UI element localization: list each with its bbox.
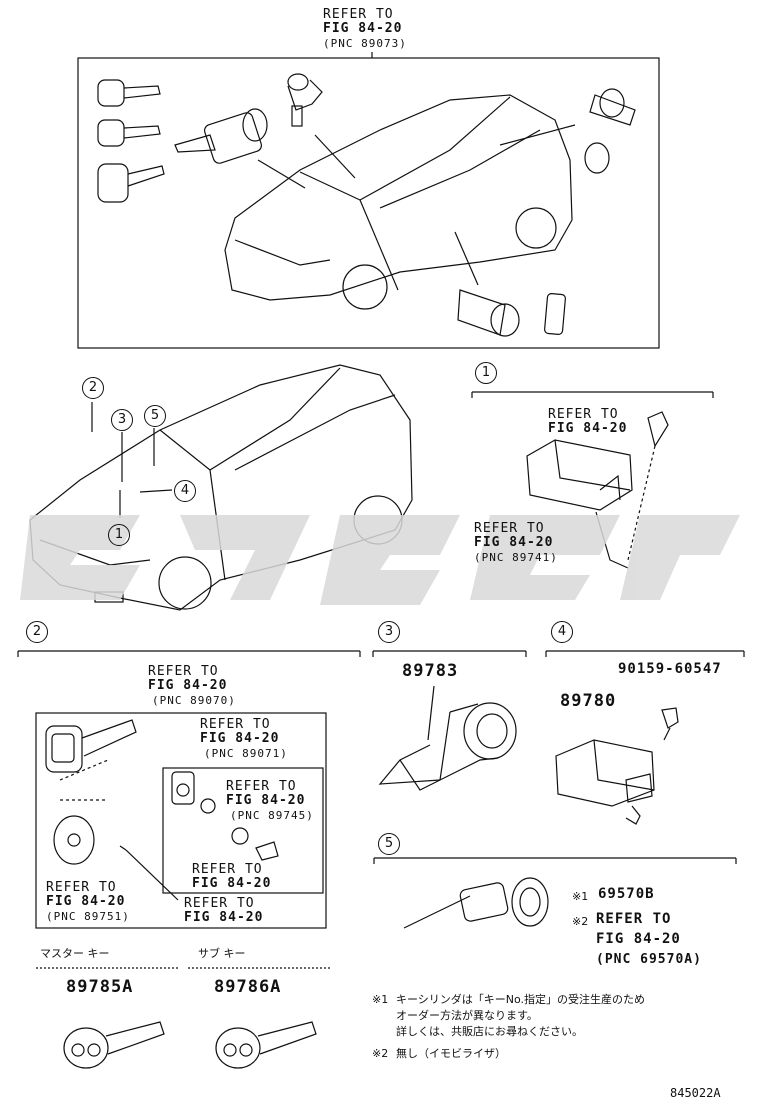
s4-bolt-number: 90159-60547 xyxy=(618,661,722,677)
s4-part-number: 89780 xyxy=(560,691,617,711)
s2-refer-chip: REFER TO xyxy=(226,779,297,794)
note2-mark: ※2 xyxy=(372,1047,389,1060)
sub-key-part: 89786A xyxy=(214,977,282,997)
s2-refer-screw: REFER TO xyxy=(184,896,255,911)
s2-pnc-left: (PNC 89751) xyxy=(46,910,130,923)
master-key-illustration xyxy=(63,1021,165,1069)
s2-fig-chip: FIG 84-20 xyxy=(226,793,306,808)
key-case-illustration xyxy=(171,771,279,861)
s5-fig: FIG 84-20 xyxy=(596,931,681,947)
key-group-frame xyxy=(35,712,327,929)
s2-pnc-inner: (PNC 89071) xyxy=(204,747,288,760)
diagram-code: 845022A xyxy=(670,1086,721,1100)
key-illustration-section2 xyxy=(45,719,179,901)
callout-arrow xyxy=(314,134,356,179)
ignition-cylinder-illustration xyxy=(174,108,268,164)
rear-cylinder-illustration xyxy=(457,289,566,337)
top-illustration-frame xyxy=(77,57,660,349)
master-key-label: マスター キー xyxy=(40,947,110,960)
top-refer: REFER TO xyxy=(323,7,394,22)
callout-3: 3 xyxy=(111,409,133,431)
note1-line3: 詳しくは、共販店にお尋ねください。 xyxy=(396,1025,583,1038)
callout-2: 2 xyxy=(82,377,104,399)
s2-refer-case: REFER TO xyxy=(192,862,263,877)
note2-line1: 無し（イモビライザ） xyxy=(396,1047,506,1060)
door-lock-illustration xyxy=(287,73,323,127)
top-pnc: (PNC 89073) xyxy=(323,37,407,50)
s1-fig-a: FIG 84-20 xyxy=(548,421,628,436)
callout-arrow xyxy=(257,159,306,189)
section2-number: 2 xyxy=(26,621,48,643)
sub-key-label: サブ キー xyxy=(198,947,246,960)
key-icon-top-1 xyxy=(97,79,161,107)
callout-1: 1 xyxy=(108,524,130,546)
note1-line1: キーシリンダは「キーNo.指定」の受注生産のため xyxy=(396,993,646,1006)
note1-line2: オーダー方法が異なります。 xyxy=(396,1009,538,1022)
s2-fig-case: FIG 84-20 xyxy=(192,876,272,891)
key-cylinder-illustration xyxy=(403,877,549,929)
s1-fig-b: FIG 84-20 xyxy=(474,535,554,550)
callout-arrow xyxy=(454,231,479,286)
transponder-ecu-illustration xyxy=(555,707,679,825)
s2-refer-top: REFER TO xyxy=(148,664,219,679)
callout-arrow xyxy=(499,124,576,146)
s5-refer: REFER TO xyxy=(596,911,672,927)
callout-4: 4 xyxy=(174,480,196,502)
s2-pnc-chip: (PNC 89745) xyxy=(230,809,314,822)
s1-refer-b: REFER TO xyxy=(474,521,545,536)
s5-part-number: 69570B xyxy=(598,886,655,902)
door-cylinder-illustration xyxy=(584,88,636,174)
s2-fig-inner: FIG 84-20 xyxy=(200,731,280,746)
immobilizer-ecu-illustration xyxy=(526,411,669,569)
s1-refer-a: REFER TO xyxy=(548,407,619,422)
master-key-part: 89785A xyxy=(66,977,134,997)
s5-mark1: ※1 xyxy=(572,890,589,903)
s2-refer-left: REFER TO xyxy=(46,880,117,895)
s3-part-number: 89783 xyxy=(402,661,459,681)
car-illustration-top xyxy=(224,94,573,310)
key-icon-top-2 xyxy=(97,119,161,147)
s2-fig-screw: FIG 84-20 xyxy=(184,910,264,925)
s2-refer-inner: REFER TO xyxy=(200,717,271,732)
note1-mark: ※1 xyxy=(372,993,389,1006)
key-inner-frame xyxy=(162,767,324,894)
key-icon-top-3 xyxy=(97,163,165,203)
top-fig: FIG 84-20 xyxy=(323,21,403,36)
section4-number: 4 xyxy=(551,621,573,643)
callout-5: 5 xyxy=(144,405,166,427)
s5-pnc: (PNC 69570A) xyxy=(596,952,702,967)
sub-key-illustration xyxy=(215,1021,317,1069)
s5-mark2: ※2 xyxy=(572,915,589,928)
section1-number: 1 xyxy=(475,362,497,384)
section3-number: 3 xyxy=(378,621,400,643)
coil-amplifier-illustration xyxy=(378,685,517,791)
s2-pnc-top: (PNC 89070) xyxy=(152,694,236,707)
s2-fig-left: FIG 84-20 xyxy=(46,894,126,909)
s1-pnc-b: (PNC 89741) xyxy=(474,551,558,564)
s2-fig-top: FIG 84-20 xyxy=(148,678,228,693)
section5-number: 5 xyxy=(378,833,400,855)
